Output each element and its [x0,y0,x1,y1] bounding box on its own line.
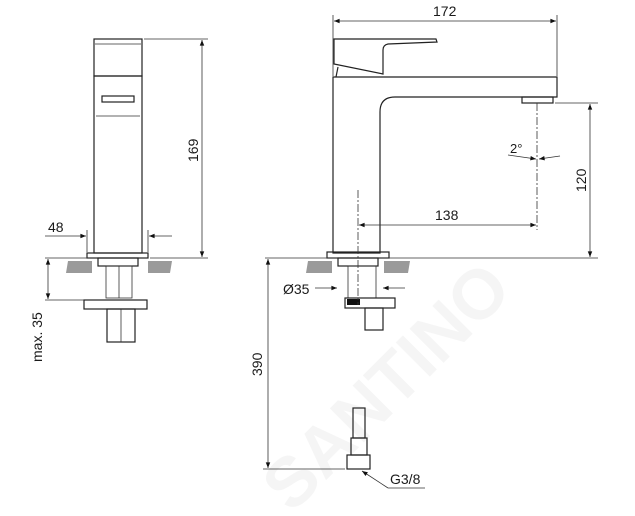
side-countertop [66,261,172,273]
connection-label: G3/8 [390,471,421,487]
hose-length-label: 390 [249,352,265,376]
projection-label: 138 [435,207,459,223]
front-view: 172 120 138 2° Ø35 390 G3/8 [249,3,598,489]
hose-nut [346,454,371,470]
max-thickness-label: max. 35 [29,312,45,362]
front-body-spout [332,76,558,254]
width-label: 48 [48,219,64,235]
spout-height-label: 120 [573,168,589,192]
connection-leader [361,470,389,489]
front-aerator [521,96,554,104]
side-handle [93,38,143,77]
hole-diameter-label: Ø35 [283,281,310,297]
length-label: 172 [433,3,457,19]
side-base-plate [86,252,149,259]
height-label: 169 [185,138,201,162]
angle-dimension [538,155,561,161]
side-view: 169 48 max. 35 [29,38,208,362]
front-handle [333,38,438,75]
front-connector [364,307,384,331]
side-fixing-plate [83,299,148,310]
front-countertop [306,261,410,273]
angle-label: 2° [510,141,522,156]
side-aerator [101,95,135,103]
